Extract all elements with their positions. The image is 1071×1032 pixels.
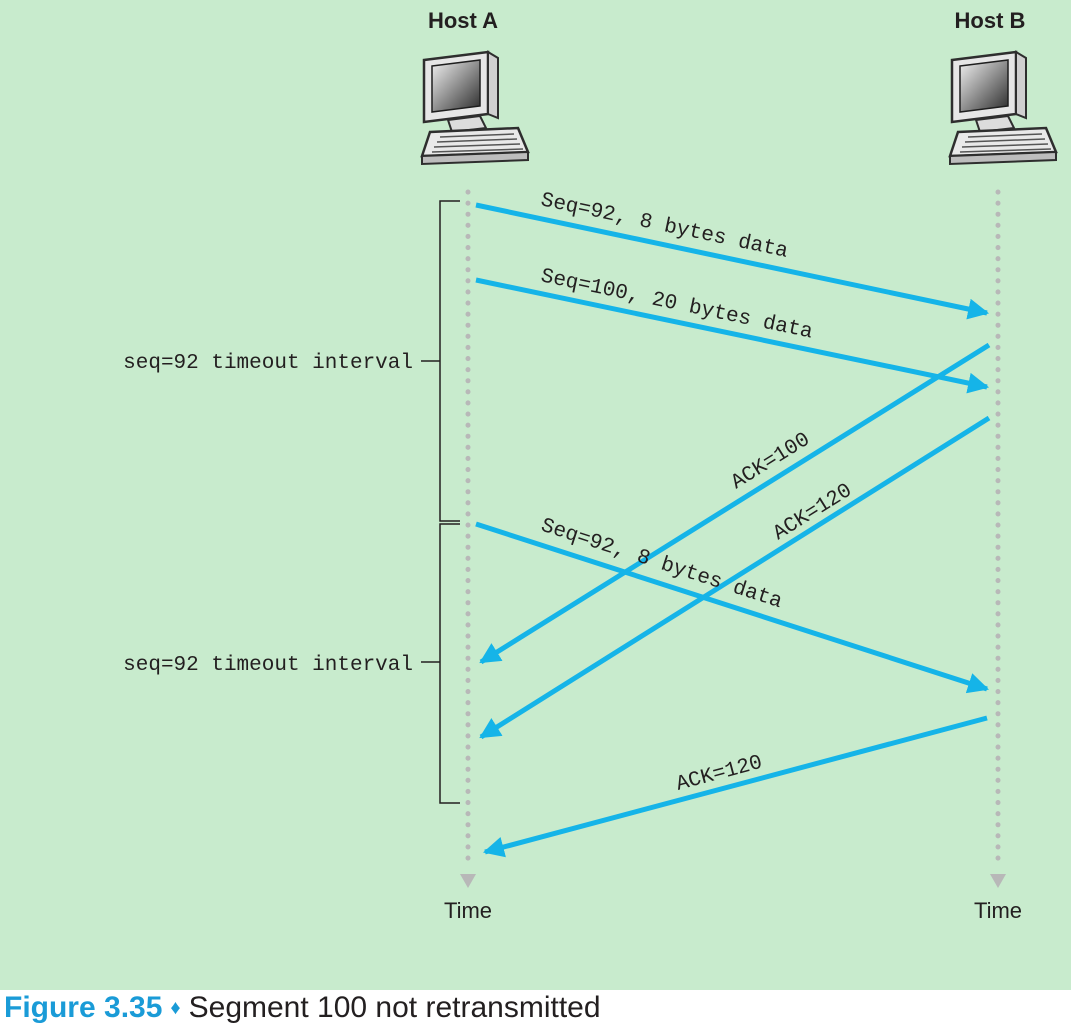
- host-b-computer-icon: [948, 50, 1058, 166]
- figure-number: Figure 3.35: [4, 991, 163, 1024]
- message-6-arrow: [482, 715, 988, 858]
- message-1-arrow: [475, 202, 990, 320]
- host-a-time-arrowhead: [460, 874, 476, 888]
- timeout-interval-2-label: seq=92 timeout interval: [123, 654, 413, 677]
- caption-separator-icon: ♦: [170, 997, 181, 1019]
- sequence-diagram: Host A Host B Time Time seq=92 timeout i…: [123, 8, 1058, 923]
- host-a-time-label: Time: [444, 898, 492, 923]
- message-6: ACK=120: [482, 715, 988, 858]
- host-b-label: Host B: [955, 8, 1026, 33]
- host-a: Host A: [420, 8, 530, 166]
- message-2-arrow: [475, 277, 990, 394]
- message-4-label: ACK=120: [770, 480, 857, 546]
- host-b-timeline: Time: [974, 189, 1022, 923]
- message-5-label: Seq=92, 8 bytes data: [538, 515, 785, 614]
- message-5: Seq=92, 8 bytes data: [475, 515, 989, 694]
- host-b: Host B: [948, 8, 1058, 166]
- figure-caption: Figure 3.35 ♦ Segment 100 not retransmitte…: [4, 988, 601, 1032]
- host-b-time-label: Time: [974, 898, 1022, 923]
- host-b-time-arrowhead: [990, 874, 1006, 888]
- message-3: ACK=100: [479, 342, 991, 665]
- message-3-arrow: [479, 342, 991, 665]
- host-a-computer-icon: [420, 50, 530, 166]
- message-2: Seq=100, 20 bytes data: [475, 265, 990, 394]
- message-4-arrow: [479, 415, 991, 740]
- host-a-label: Host A: [428, 8, 498, 33]
- timeout-interval-1-label: seq=92 timeout interval: [123, 352, 413, 375]
- host-a-timeline: Time: [444, 189, 492, 923]
- timeout-interval-1: seq=92 timeout interval: [123, 200, 460, 522]
- message-5-arrow: [475, 521, 989, 694]
- diagram-area: Host A Host B Time Time seq=92 timeout i…: [0, 0, 1071, 990]
- timeout-interval-2: seq=92 timeout interval: [123, 523, 460, 804]
- figure-caption-text: Segment 100 not retransmitted: [188, 991, 601, 1024]
- message-2-label: Seq=100, 20 bytes data: [539, 265, 815, 344]
